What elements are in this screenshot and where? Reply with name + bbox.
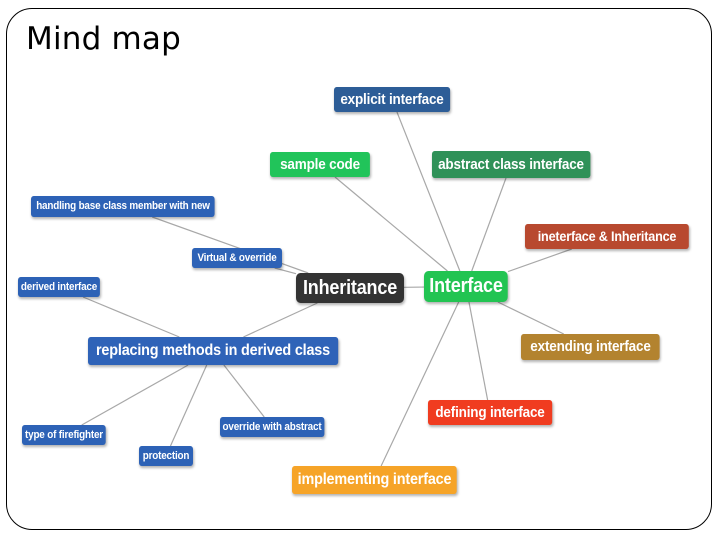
mindmap-node-implementing-interface[interactable]: implementing interface — [292, 466, 457, 494]
mindmap-node-label: replacing methods in derived class — [96, 342, 330, 359]
mindmap-node-label: defining interface — [435, 404, 545, 421]
mindmap-node-label: protection — [142, 450, 190, 462]
mindmap-node-type-of-firefighter[interactable]: type of firefighter — [22, 425, 106, 445]
mindmap-node-override-with-abstract[interactable]: override with abstract — [220, 417, 324, 437]
page-title: Mind map — [26, 21, 182, 57]
mindmap-node-label: ineterface & Inheritance — [537, 228, 677, 244]
mindmap-edge — [380, 301, 460, 467]
mindmap-edge — [82, 296, 180, 338]
mindmap-edge — [507, 248, 572, 273]
mindmap-node-label: Interface — [429, 275, 503, 297]
mindmap-node-label: type of firefighter — [24, 429, 103, 441]
mindmap-node-defining-interface[interactable]: defining interface — [428, 400, 552, 425]
mindmap-node-label: abstract class interface — [438, 156, 584, 173]
mindmap-edge — [497, 301, 565, 335]
mindmap-node-explicit-interface[interactable]: explicit interface — [334, 87, 450, 112]
mindmap-edge — [396, 111, 461, 272]
mindmap-edge — [274, 267, 297, 275]
mindmap-node-label: sample code — [280, 156, 360, 173]
mindmap-node-label: extending interface — [530, 338, 651, 355]
mindmap-node-extending-interface[interactable]: extending interface — [521, 334, 660, 360]
mindmap-node-derived-interface[interactable]: derived interface — [18, 277, 100, 297]
slide-frame — [6, 8, 712, 530]
mindmap-edge — [243, 302, 318, 338]
mindmap-edge — [152, 216, 309, 274]
mindmap-edge — [334, 176, 448, 272]
mindmap-node-ineterface-inheritance[interactable]: ineterface & Inheritance — [525, 224, 689, 249]
mindmap-node-replacing-methods[interactable]: replacing methods in derived class — [88, 337, 338, 365]
mindmap-node-label: Virtual & override — [197, 252, 277, 264]
mindmap-node-label: derived interface — [20, 281, 98, 293]
mindmap-node-interface[interactable]: Interface — [424, 271, 508, 302]
mindmap-node-label: Inheritance — [302, 277, 398, 299]
mindmap-edge — [468, 301, 489, 401]
mindmap-node-virtual-override[interactable]: Virtual & override — [192, 248, 282, 268]
mindmap-node-inheritance[interactable]: Inheritance — [296, 273, 404, 303]
mindmap-node-label: implementing interface — [297, 471, 452, 488]
mindmap-node-handling-base-class-member-with-new[interactable]: handling base class member with new — [31, 196, 215, 217]
mindmap-node-label: handling base class member with new — [36, 200, 210, 212]
mindmap-edge — [223, 364, 265, 418]
mindmap-edge — [169, 364, 208, 447]
mindmap-node-label: override with abstract — [222, 421, 322, 433]
mindmap-node-label: explicit interface — [340, 91, 444, 108]
mindmap-node-protection[interactable]: protection — [139, 446, 193, 466]
mindmap-node-sample-code[interactable]: sample code — [270, 152, 370, 177]
mindmap-edge — [471, 177, 507, 272]
mindmap-node-abstract-class-interface[interactable]: abstract class interface — [432, 151, 590, 178]
mindmap-edge — [81, 364, 189, 426]
